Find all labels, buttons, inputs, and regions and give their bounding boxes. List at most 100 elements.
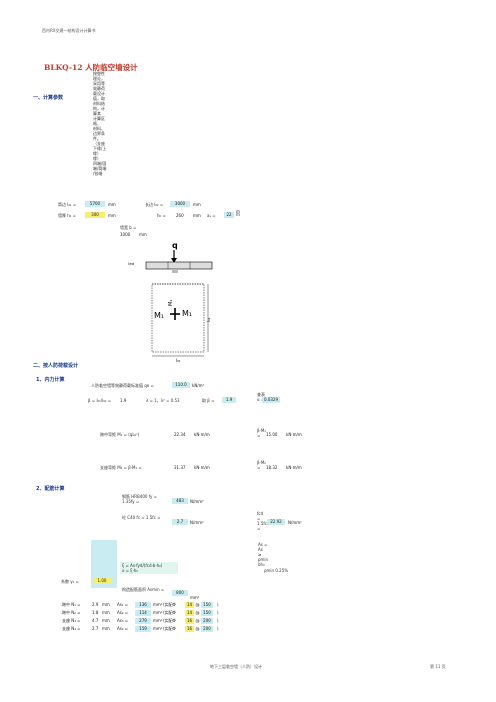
rho-min-note: ρmin 0.25% <box>264 568 289 573</box>
beta-value[interactable]: 1.9 <box>222 397 236 403</box>
diagram-top-moment: M₂ <box>168 300 174 306</box>
desc-line: 理论， <box>93 76 105 81</box>
row-as-unit: mm² <box>153 626 163 631</box>
as-label: aₛ = <box>207 213 216 218</box>
diagram-corner-label: l≡d <box>128 262 134 266</box>
concrete-label: 砼 C40 fc = 1.5fc = <box>122 515 161 520</box>
row-diameter[interactable]: 16 <box>185 626 194 632</box>
width-label: 墙宽 b = <box>120 225 137 230</box>
desc-line: 值，取 <box>93 96 105 101</box>
gamma-label: 系数 γ₀ = <box>61 579 79 584</box>
coef-label: 查表 α = <box>257 392 265 402</box>
moment-sup-unit: kN·m/m <box>194 465 210 470</box>
xi-formula-2: x = ξ·h₀ <box>122 568 138 573</box>
row-as-value[interactable]: 159 <box>135 626 151 632</box>
page-title: BLKQ-12 人防临空墙设计 <box>44 63 138 72</box>
as-value[interactable]: 22 <box>224 212 234 218</box>
as-min-value[interactable]: 800 <box>172 590 188 596</box>
diagram-left-moment: M₁ <box>154 311 164 320</box>
row-at: @ <box>195 602 200 607</box>
desc-line: 构，计 <box>93 106 105 111</box>
width-unit: mm <box>139 232 147 237</box>
row-as-label: As₂ = <box>117 610 129 615</box>
desc-line: 四端/固 <box>93 161 107 166</box>
row-select-label: (实配Φ <box>163 610 176 615</box>
row-diameter[interactable]: 14 <box>185 610 194 616</box>
row-diameter[interactable]: 16 <box>185 618 194 624</box>
concrete-value[interactable]: 2.7 <box>172 519 188 525</box>
desc-line: （支座 <box>93 141 105 146</box>
desc-line: 缘） <box>93 151 101 156</box>
moment-sup-rhs-unit: kN·m/m <box>286 465 302 470</box>
diagram-mid-moment: M₁ <box>182 309 192 318</box>
row-spacing[interactable]: 200 <box>201 618 213 624</box>
span-unit: mm <box>108 202 116 207</box>
h0-label: h₀ = <box>157 213 166 218</box>
gamma-value[interactable]: 1.00 <box>93 578 111 584</box>
coef-value[interactable]: 0.0329 <box>262 397 280 403</box>
as-min-label: 构造配筋面积 Asmin = <box>122 587 165 592</box>
moment-mid-value: 22.34 <box>174 432 186 437</box>
beta-label: 取 β = <box>202 398 215 403</box>
as-rhs-1: As <box>258 547 263 552</box>
desc-line: 算其 <box>93 111 101 116</box>
steel-label: 钢筋 HRB400 fy = 1.35fy = <box>122 494 158 504</box>
ratio-value: 1.9 <box>120 398 127 403</box>
row-diameter[interactable]: 14 <box>185 602 194 608</box>
xi-formula-box: ξ = As·fyd/(fcd·b·h₀) x = ξ·h₀ <box>120 562 178 574</box>
desc-line: 材料结 <box>93 101 105 106</box>
row-as-value[interactable]: 136 <box>135 602 151 608</box>
page-number: 第 11 页 <box>430 664 446 669</box>
width-value: 1000 <box>120 232 131 237</box>
lambda-label: λ = 1，λ² = 0.53 <box>146 398 180 403</box>
row-x-unit: mm <box>102 618 110 623</box>
load-unit: kN/m² <box>192 383 205 388</box>
diagram-q-label: q <box>172 241 178 250</box>
as-rhs-2: ≥ <box>258 552 262 557</box>
as-min-note: As = As ≥ ρmin bh₀ <box>258 542 268 567</box>
xi-formula-1: ξ = As·fyd/(fcd·b·h₀) <box>122 563 163 568</box>
subsection-1-label: 1、内力计算 <box>36 377 65 383</box>
desc-line: 边界条 <box>93 131 105 136</box>
row-name: 跨中 N₂ = <box>62 610 81 615</box>
load-value[interactable]: 110.0 <box>172 382 190 388</box>
row-as-value[interactable]: 279 <box>135 618 151 624</box>
h0-value: 260 <box>176 213 184 218</box>
subsection-2-label: 2、配筋计算 <box>36 486 65 492</box>
row-tail: ) <box>217 610 219 615</box>
row-as-unit: mm² <box>153 618 163 623</box>
desc-line: 材料、 <box>93 126 105 131</box>
desc-line: 载设计 <box>93 91 105 96</box>
moment-mid-rhs-unit: kN·m/m <box>286 432 302 437</box>
row-spacing[interactable]: 200 <box>201 626 213 632</box>
moment-sup-label: 支座弯矩 M₂ = β·M₁ = <box>100 465 142 470</box>
footer-title: 地下三层临空墙（人防）设计 <box>210 664 262 669</box>
row-tail: ) <box>217 626 219 631</box>
row-as-label: As₃ = <box>117 618 129 623</box>
moment-mid-rhs-label: β·M₁ = <box>257 428 266 438</box>
as-min-unit: mm² <box>190 595 200 600</box>
length-unit: mm <box>193 202 201 207</box>
concrete-unit: N/mm² <box>190 520 204 525</box>
thickness-value[interactable]: 300 <box>85 212 105 218</box>
steel-value[interactable]: 483 <box>172 498 188 504</box>
concrete-rhs-value[interactable]: 22.92 <box>267 519 285 525</box>
as-rhs-4: bh₀ <box>258 562 265 567</box>
row-as-label: As₄ = <box>117 626 129 631</box>
row-as-unit: mm² <box>153 602 163 607</box>
row-x: 4.7 <box>92 618 99 623</box>
ratio-label: β = l₀₁/l₀₂ = <box>88 398 112 403</box>
row-spacing[interactable]: 150 <box>201 610 213 616</box>
span-value[interactable]: 5700 <box>85 201 105 207</box>
row-as-value[interactable]: 114 <box>135 610 151 616</box>
length-value[interactable]: 3000 <box>170 201 190 207</box>
row-x: 2.7 <box>92 626 99 631</box>
row-spacing[interactable]: 150 <box>201 602 213 608</box>
row-x-unit: mm <box>102 626 110 631</box>
moment-sup-rhs-value: 18.32 <box>266 465 278 470</box>
h0-unit: mm <box>193 213 201 218</box>
span-label: 筒边 l₀₁ = <box>58 202 77 207</box>
